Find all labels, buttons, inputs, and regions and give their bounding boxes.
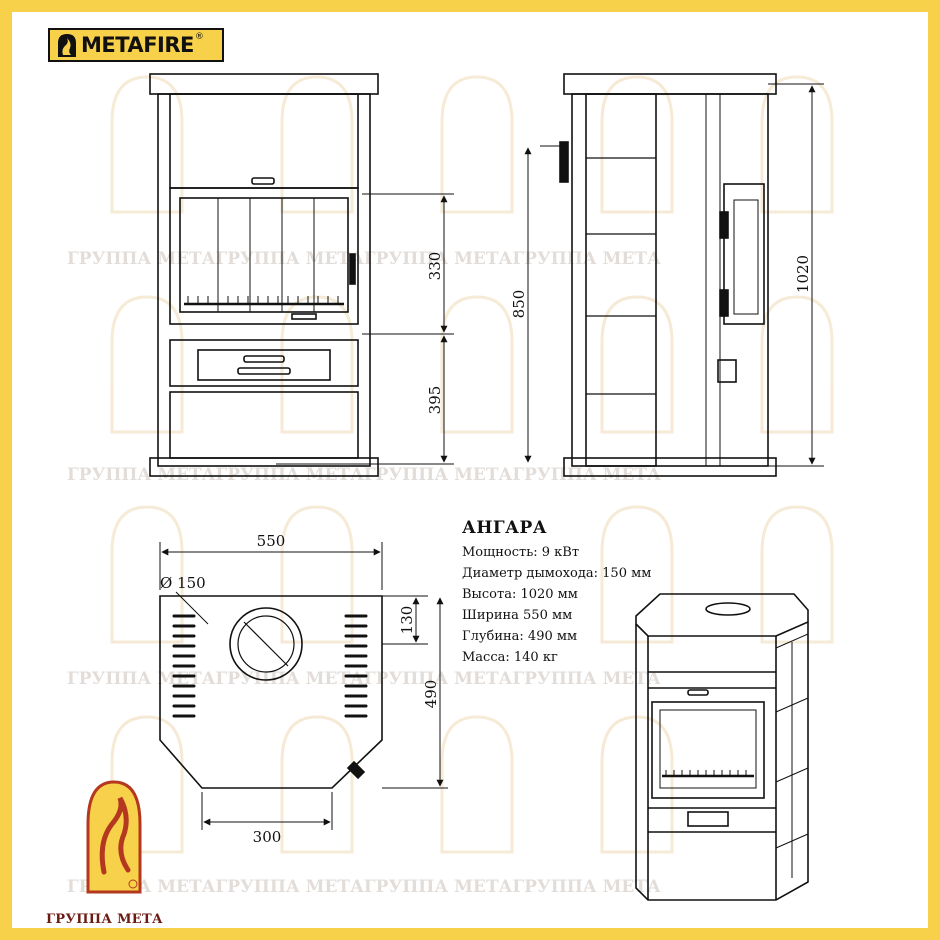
dim-total-height: 1020 bbox=[794, 255, 812, 293]
side-body bbox=[571, 93, 769, 467]
side-tile-column bbox=[585, 93, 657, 467]
isometric-view bbox=[635, 593, 809, 901]
dim-chimney-offset: 130 bbox=[398, 606, 416, 635]
chimney-outlet-outer bbox=[229, 607, 303, 681]
group-brand-name: ГРУППА МЕТА bbox=[46, 912, 163, 927]
firebox-vent bbox=[291, 313, 317, 320]
spec-power: Мощность: 9 кВт bbox=[462, 545, 580, 560]
iso-firebox bbox=[651, 701, 765, 799]
iso-ash-drawer bbox=[687, 811, 729, 827]
firebox-door-handle bbox=[349, 253, 356, 285]
side-door bbox=[723, 183, 765, 325]
chimney-outlet-inner bbox=[237, 615, 295, 673]
metafire-logo: METAFIRE ® bbox=[48, 28, 224, 62]
watermark-text: ГРУППА МЕТАГРУППА МЕТАГРУППА МЕТАГРУППА … bbox=[67, 249, 661, 897]
side-top-plate bbox=[563, 73, 777, 95]
ash-drawer-frame bbox=[169, 339, 359, 387]
side-base-plate bbox=[563, 457, 777, 477]
dim-base-height: 395 bbox=[426, 386, 444, 415]
watermark-pattern bbox=[110, 75, 834, 854]
top-view bbox=[159, 595, 448, 789]
dim-chimney-diameter: Ø 150 bbox=[160, 574, 206, 592]
watermark-line-4: ГРУППА МЕТАГРУППА МЕТАГРУППА МЕТАГРУППА … bbox=[67, 877, 661, 897]
firebox-glass bbox=[179, 197, 349, 313]
dim-depth: 490 bbox=[422, 680, 440, 709]
ash-drawer-handle bbox=[243, 355, 285, 363]
front-base-plate bbox=[149, 457, 379, 477]
dimension-lines bbox=[159, 83, 824, 830]
drawing-sheet: ГРУППА МЕТАГРУППА МЕТАГРУППА МЕТАГРУППА … bbox=[12, 12, 928, 928]
iso-chimney-outlet bbox=[705, 602, 751, 616]
spec-width: Ширина 550 мм bbox=[462, 608, 573, 623]
front-lower-niche bbox=[169, 391, 359, 459]
front-body bbox=[157, 93, 371, 467]
ash-drawer bbox=[197, 349, 331, 381]
spec-height: Высота: 1020 мм bbox=[462, 587, 578, 602]
stove-technical-drawing: ГРУППА МЕТАГРУППА МЕТАГРУППА МЕТАГРУППА … bbox=[67, 73, 834, 901]
dimension-labels: 330 395 850 1020 550 Ø 150 130 490 300 bbox=[160, 252, 812, 846]
front-upper-niche bbox=[169, 93, 359, 189]
side-ash-handle bbox=[717, 359, 737, 383]
spec-depth: Глубина: 490 мм bbox=[462, 629, 578, 644]
front-view bbox=[149, 73, 379, 477]
flame-arch-icon bbox=[58, 34, 76, 57]
registered-mark: ® bbox=[194, 32, 204, 42]
side-door-hinge-top bbox=[719, 211, 729, 239]
side-door-hinge-bottom bbox=[719, 289, 729, 317]
dim-flue-height: 850 bbox=[510, 290, 528, 319]
dim-firebox-height: 330 bbox=[426, 252, 444, 281]
watermark-line-1: ГРУППА МЕТАГРУППА МЕТАГРУППА МЕТАГРУППА … bbox=[67, 249, 661, 269]
dim-width: 550 bbox=[257, 532, 286, 550]
spec-weight: Масса: 140 кг bbox=[462, 650, 558, 665]
group-emblem bbox=[86, 780, 142, 894]
watermark-line-3: ГРУППА МЕТАГРУППА МЕТАГРУППА МЕТАГРУППА … bbox=[67, 669, 661, 689]
model-name: АНГАРА bbox=[462, 518, 548, 538]
dim-front-width: 300 bbox=[253, 828, 282, 846]
spec-block: АНГАРА Мощность: 9 кВт Диаметр дымохода:… bbox=[462, 518, 651, 668]
firebox-frame bbox=[169, 187, 359, 325]
side-view bbox=[559, 73, 777, 477]
watermark-line-2: ГРУППА МЕТАГРУППА МЕТАГРУППА МЕТАГРУППА … bbox=[67, 465, 661, 485]
spec-chimney-diameter: Диаметр дымохода: 150 мм bbox=[462, 566, 652, 581]
logo-text: METAFIRE bbox=[81, 33, 194, 57]
front-upper-handle bbox=[251, 177, 275, 185]
iso-body bbox=[635, 622, 809, 901]
